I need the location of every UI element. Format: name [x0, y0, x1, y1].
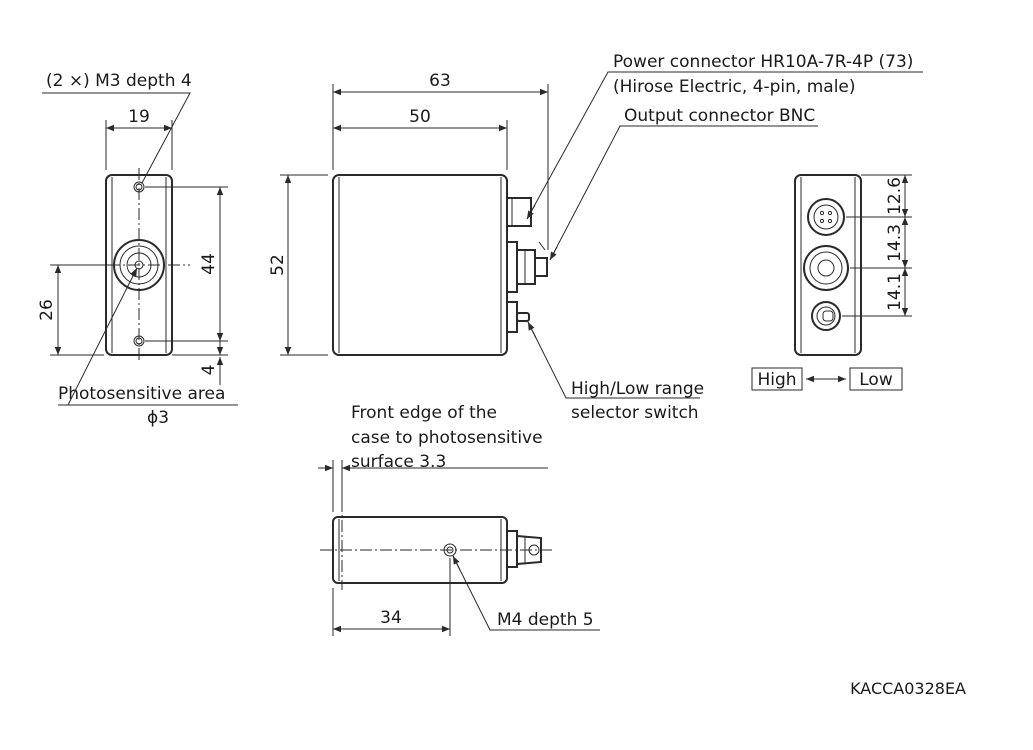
bottom-connector-shape	[506, 530, 542, 568]
rear-power-connector	[807, 198, 845, 236]
power-connector-maker: (Hirose Electric, 4-pin, male)	[613, 77, 856, 97]
front-edge-note-line2: case to photosensitive	[351, 428, 543, 448]
photosensitive-window	[113, 239, 165, 291]
m3-hole-top	[133, 181, 145, 193]
photosensitive-area-label: Photosensitive area	[58, 384, 225, 404]
switch-low-label: Low	[859, 370, 893, 390]
switch-label-line1: High/Low range	[571, 379, 704, 399]
area-callout-leader	[67, 267, 138, 406]
drawing-id: KACCA0328EA	[850, 679, 966, 698]
body-length-dimension: 50	[409, 107, 431, 127]
m3-hole-callout: (2 ×) M3 depth 4	[46, 71, 192, 91]
m4-hole-callout: M4 depth 5	[497, 610, 594, 630]
rear-view-outline	[794, 174, 862, 356]
side-view: 63 50 52 Power connector HR10A-7R-4P (73…	[268, 52, 923, 423]
m4-offset-dimension: 34	[380, 608, 402, 628]
front-edge-note-line1: Front edge of the	[351, 403, 497, 423]
photosensitive-area-diameter: ϕ3	[147, 408, 169, 428]
range-switch-shape	[506, 301, 530, 333]
m4-callout-leader	[452, 555, 600, 631]
hole-pitch-dimension: 44	[199, 253, 219, 275]
rear-bnc-connector	[803, 245, 849, 291]
front-edge-note-line3: surface 3.3	[351, 452, 446, 472]
front-view: 19 44 4 26 (2 ×) M3 depth 4 Photosensiti…	[37, 71, 238, 428]
rear-top-spacing: 12.6	[885, 177, 905, 215]
rear-view: 12.6 14.3 14.1 High Low	[751, 174, 912, 391]
switch-leader	[527, 321, 700, 399]
output-connector-leader	[549, 125, 818, 261]
output-connector-label: Output connector BNC	[624, 106, 815, 126]
m4-hole	[443, 543, 457, 557]
power-connector-shape	[506, 197, 532, 227]
m3-hole-bottom	[133, 335, 145, 347]
overall-length-dimension: 63	[429, 71, 451, 91]
side-view-body	[332, 174, 508, 356]
bnc-connector-shape	[506, 241, 548, 293]
rear-bottom-spacing: 14.1	[885, 273, 905, 311]
switch-label-line2: selector switch	[571, 403, 699, 423]
area-height-dimension: 26	[37, 299, 57, 321]
high-label-box	[751, 367, 803, 391]
bottom-view: Front edge of the case to photosensitive…	[318, 403, 600, 636]
m3-callout-leader	[42, 92, 191, 184]
power-connector-label: Power connector HR10A-7R-4P (73)	[613, 52, 913, 72]
power-connector-leader	[526, 71, 923, 220]
switch-high-label: High	[757, 370, 796, 390]
height-dimension: 52	[268, 254, 288, 276]
rear-mid-spacing: 14.3	[885, 224, 905, 262]
low-label-box	[849, 367, 903, 391]
hole-offset-dimension: 4	[199, 365, 219, 376]
width-dimension: 19	[128, 107, 150, 127]
rear-range-switch	[811, 301, 841, 331]
